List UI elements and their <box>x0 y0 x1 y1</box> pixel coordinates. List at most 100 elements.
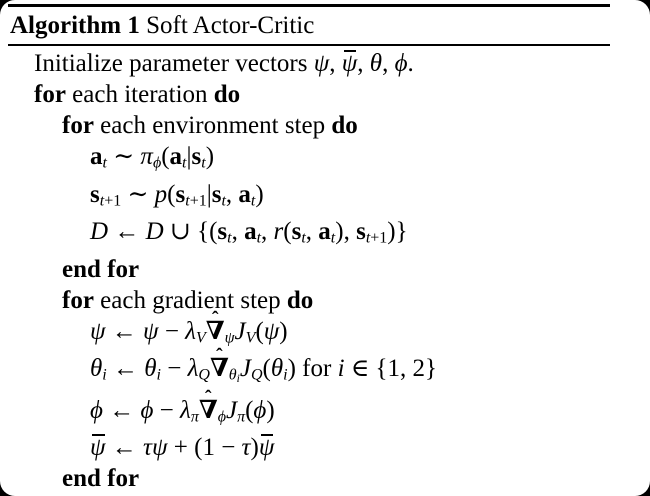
math-token: ϕ <box>253 396 267 424</box>
math-token: do <box>331 112 358 139</box>
math-token: Q <box>198 366 210 384</box>
algorithm-line: θi ← θi − λQ∇θiJQ(θi) for i ∈ {1, 2} <box>0 353 650 395</box>
math-token: θ <box>228 366 237 384</box>
math-token: ∼ <box>106 143 141 170</box>
math-token: ( <box>161 143 170 170</box>
math-token: θ <box>270 355 284 383</box>
math-token: ), <box>335 218 357 246</box>
math-token: λ <box>185 317 196 345</box>
math-token: τ <box>241 434 251 462</box>
algorithm-line: end for <box>0 254 650 285</box>
math-token: ) for <box>287 355 338 383</box>
math-token: end for <box>62 255 140 283</box>
math-token: i <box>156 366 161 384</box>
math-token: t <box>250 192 256 210</box>
math-token: s <box>211 180 222 208</box>
math-token: , <box>261 218 274 246</box>
math-token: ( <box>283 218 292 246</box>
algorithm-line: ϕ ← ϕ − λπ∇ϕJπ(ϕ) <box>0 395 650 433</box>
math-token: a <box>238 180 251 208</box>
math-token: Initialize parameter vectors <box>34 50 314 77</box>
math-token: t <box>182 154 187 172</box>
math-token: t <box>330 229 336 247</box>
math-token: t <box>365 229 371 247</box>
math-token: ( <box>245 396 254 424</box>
math-token: ∇ <box>210 353 229 384</box>
math-token: λ <box>187 355 199 383</box>
math-token: ∼ <box>121 180 155 208</box>
math-token: ϕ <box>90 396 103 424</box>
math-token: s <box>291 218 302 246</box>
math-token: ψ <box>313 50 330 77</box>
title-rule <box>8 44 610 46</box>
math-token: D <box>145 218 164 246</box>
math-token: θ <box>144 355 157 383</box>
math-token: )} <box>387 218 408 246</box>
math-token: + (1 − <box>167 434 242 462</box>
math-token: each gradient step <box>93 286 287 314</box>
math-token: | <box>186 143 192 170</box>
math-token: do <box>213 81 241 108</box>
algorithm-line: for each iteration do <box>0 79 650 110</box>
math-token: ← <box>106 355 145 383</box>
math-token: λ <box>180 396 191 424</box>
math-token: ∇ <box>206 316 225 347</box>
math-token: J <box>234 317 246 345</box>
math-token: ψ <box>341 50 358 77</box>
math-token: ∈ {1, 2} <box>344 355 438 383</box>
math-token: i <box>283 366 288 384</box>
math-token: ) <box>255 180 264 208</box>
math-token: i <box>102 366 107 384</box>
math-token: − <box>153 396 181 424</box>
math-token: ( <box>167 180 176 208</box>
math-token: V <box>245 329 256 347</box>
math-token: ← <box>102 396 141 424</box>
math-token: − <box>158 317 186 345</box>
math-token: s <box>191 143 202 170</box>
math-token: t <box>301 229 306 247</box>
algorithm-line: ψ ← ψ − λV∇ψJV(ψ) <box>0 316 650 354</box>
math-token: ϕ <box>394 50 408 77</box>
math-token: θ <box>369 50 383 77</box>
math-token: , <box>382 50 395 77</box>
math-token: π <box>237 408 246 426</box>
math-token: ← <box>105 317 144 345</box>
math-token: t <box>256 229 262 247</box>
top-rule <box>8 4 610 7</box>
math-token: , <box>357 50 370 77</box>
math-token: i <box>236 372 240 385</box>
math-token: , <box>225 180 239 208</box>
math-token: ψ <box>90 317 106 345</box>
algorithm-name: Soft Actor-Critic <box>139 12 315 39</box>
math-token: t <box>227 229 232 247</box>
math-token: D <box>90 218 109 246</box>
math-token: t <box>185 192 190 210</box>
math-token: ) <box>279 317 288 345</box>
math-token: ∪ {( <box>163 218 218 246</box>
math-token: s <box>90 180 100 208</box>
math-token: t <box>201 154 206 172</box>
math-token: a <box>318 218 331 246</box>
math-token: τ <box>143 434 152 462</box>
math-token: +1 <box>104 192 122 210</box>
math-token: J <box>239 355 251 383</box>
math-token: ) <box>205 143 215 170</box>
math-token: for <box>62 112 94 139</box>
math-token: ( <box>255 317 264 345</box>
algorithm-line: ψ ← τψ + (1 − τ)ψ <box>0 432 650 463</box>
math-token: s <box>217 218 228 246</box>
math-token: i <box>337 355 345 383</box>
math-token: t <box>99 192 105 210</box>
math-token: ← <box>105 434 144 462</box>
math-token: for <box>34 81 66 108</box>
algorithm-body: Initialize parameter vectors ψ, ψ, θ, ϕ.… <box>0 46 650 496</box>
math-token: +1 <box>370 229 388 247</box>
math-token: do <box>286 286 314 314</box>
math-token: for <box>62 286 94 314</box>
math-token: t <box>102 154 107 172</box>
math-token: s <box>356 218 366 246</box>
math-token: a <box>244 218 257 246</box>
math-token: | <box>206 180 212 208</box>
math-token: ψ <box>263 317 280 345</box>
